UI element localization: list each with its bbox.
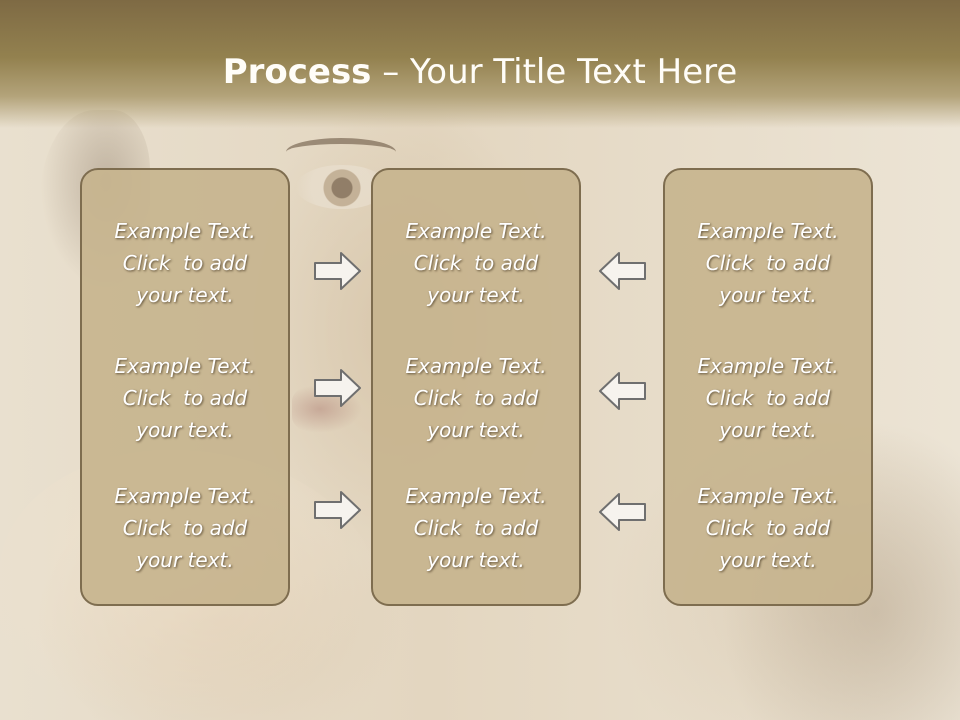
text-line: Example Text. [697, 219, 839, 243]
text-line: your text. [136, 283, 234, 307]
text-line: Click to add [705, 251, 831, 275]
text-line: Example Text. [405, 219, 547, 243]
process-box-left[interactable]: Example Text. Click to add your text. Ex… [80, 168, 290, 606]
text-line: Click to add [413, 386, 539, 410]
text-line: Example Text. [114, 354, 256, 378]
process-box-right[interactable]: Example Text. Click to add your text. Ex… [663, 168, 873, 606]
text-line: your text. [719, 548, 817, 572]
text-line: Click to add [705, 516, 831, 540]
text-placeholder[interactable]: Example Text. Click to add your text. [665, 350, 871, 446]
text-line: Click to add [122, 251, 248, 275]
arrow-left-icon[interactable] [597, 370, 647, 412]
title-band [0, 0, 960, 128]
text-line: your text. [136, 548, 234, 572]
photo-eyebrow [286, 138, 396, 166]
arrow-left-icon[interactable] [597, 491, 647, 533]
text-line: your text. [719, 418, 817, 442]
arrow-left-icon[interactable] [597, 250, 647, 292]
text-line: your text. [427, 283, 525, 307]
text-placeholder[interactable]: Example Text. Click to add your text. [82, 350, 288, 446]
text-line: Click to add [705, 386, 831, 410]
text-line: your text. [719, 283, 817, 307]
text-placeholder[interactable]: Example Text. Click to add your text. [373, 350, 579, 446]
text-placeholder[interactable]: Example Text. Click to add your text. [82, 215, 288, 311]
title-bold: Process [222, 52, 372, 92]
text-line: your text. [427, 418, 525, 442]
text-line: your text. [427, 548, 525, 572]
title-rest: – Your Title Text Here [371, 52, 738, 92]
text-line: your text. [136, 418, 234, 442]
text-line: Click to add [413, 251, 539, 275]
arrow-right-icon[interactable] [313, 489, 363, 531]
process-box-middle[interactable]: Example Text. Click to add your text. Ex… [371, 168, 581, 606]
text-line: Example Text. [114, 484, 256, 508]
text-placeholder[interactable]: Example Text. Click to add your text. [665, 480, 871, 576]
text-line: Click to add [413, 516, 539, 540]
text-line: Example Text. [697, 354, 839, 378]
text-placeholder[interactable]: Example Text. Click to add your text. [373, 215, 579, 311]
text-line: Example Text. [114, 219, 256, 243]
text-line: Example Text. [405, 484, 547, 508]
text-line: Example Text. [697, 484, 839, 508]
text-placeholder[interactable]: Example Text. Click to add your text. [665, 215, 871, 311]
text-placeholder[interactable]: Example Text. Click to add your text. [373, 480, 579, 576]
arrow-right-icon[interactable] [313, 367, 363, 409]
text-line: Click to add [122, 516, 248, 540]
text-line: Click to add [122, 386, 248, 410]
text-line: Example Text. [405, 354, 547, 378]
text-placeholder[interactable]: Example Text. Click to add your text. [82, 480, 288, 576]
arrow-right-icon[interactable] [313, 250, 363, 292]
slide-title[interactable]: Process – Your Title Text Here [0, 52, 960, 92]
